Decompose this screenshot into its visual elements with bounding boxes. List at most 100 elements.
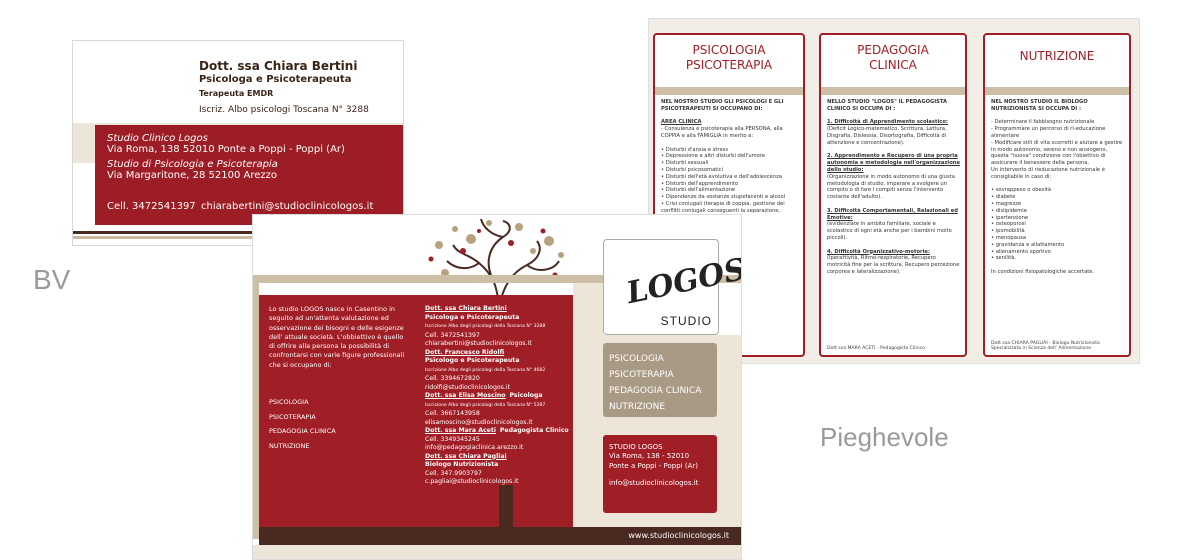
list-item: • Disturbi dell'apprendimento <box>661 180 739 187</box>
contact-box: STUDIO LOGOS Via Roma, 138 - 52010 Ponte… <box>603 435 717 513</box>
list-item: • gravidanza e allattamento <box>991 241 1065 248</box>
staff-entry: Dott. ssa Elisa Moscino Psicologa Iscriz… <box>425 392 570 427</box>
staff-albo: Iscrizione Albo degli psicologi della To… <box>425 367 546 373</box>
staff-albo: Iscrizione Albo degli psicologi della To… <box>425 324 546 329</box>
list-item: • Disturbi psicosomatici <box>661 166 724 173</box>
panel-stripe <box>985 87 1129 95</box>
panel-text: - Programmare un percorso di ri-educazio… <box>991 126 1106 139</box>
staff-mail: elisamoscino@studioclinicologos.it <box>425 418 533 426</box>
staff-name: Dott. Francesco Ridolfi <box>425 348 505 356</box>
service-item: PSICOLOGIA <box>609 354 664 364</box>
panel-item-text: (evidenziate in ambito familiare, social… <box>827 221 952 241</box>
list-item: • sovrappeso o obesità <box>991 187 1052 194</box>
bv-role2: Terapeuta EMDR <box>199 89 274 98</box>
bv-albo: Iscriz. Albo psicologi Toscana N° 3288 <box>199 105 369 115</box>
contact-address: Ponte a Poppi - Poppi (Ar) <box>609 461 698 470</box>
panel-foot: Dott.ssa CHIARA PAGLIAI - Biologo Nutriz… <box>991 341 1100 351</box>
panel-intro: NEL NOSTRO STUDIO GLI PSICOLOGI E GLI PS… <box>661 99 784 112</box>
bv-name: Dott. ssa Chiara Bertini <box>199 59 358 73</box>
staff-entry: Dott. Francesco Ridolfi Psicologo e Psic… <box>425 349 570 393</box>
list-item: • dislipidemie <box>991 207 1027 214</box>
title-line: PEDAGOGIA <box>857 43 929 57</box>
panel-psicologia-title: PSICOLOGIA PSICOTERAPIA <box>655 35 803 85</box>
brochure-intro: Lo studio LOGOS nasce in Casentino in se… <box>269 305 405 369</box>
panel-text: In condizioni fisiopatologiche accertate… <box>991 268 1095 275</box>
staff-cell: Cell. 3394672820 <box>425 375 480 382</box>
staff-mail: c.pagliai@studioclinicologos.it <box>425 478 519 485</box>
website-bar: www.studioclinicologos.it <box>259 527 741 545</box>
brochure-beige-mid <box>573 283 603 541</box>
list-item: • Disturbi d'ansia e stress <box>661 146 729 153</box>
brochure-red-block <box>259 295 573 527</box>
staff-entry: Dott. ssa Chiara Bertini Psicologa e Psi… <box>425 305 570 349</box>
staff-name: Dott. ssa Chiara Bertini <box>425 305 507 312</box>
panel-foot: Dott.ssa MARA ACETI - Pedagogista Clinic… <box>827 346 925 351</box>
list-item: • ipomobilità <box>991 228 1025 235</box>
staff-name: Dott. ssa Elisa Moscino <box>425 392 506 399</box>
brochure-services-list: PSICOLOGIA PSICOTERAPIA PEDAGOGIA CLINIC… <box>269 395 336 453</box>
service-item: PSICOTERAPIA <box>609 370 674 380</box>
bv-bottom-rule-beige <box>73 236 403 239</box>
panel-item-title: 3. Difficoltà Comportamentali, Relaziona… <box>827 207 958 221</box>
staff-mail: chiarabertini@studioclinicologos.it <box>425 340 532 347</box>
staff-albo: Iscrizione Albo degli psicologi della To… <box>425 402 546 408</box>
list-item: • allenamento sportivo <box>991 248 1051 255</box>
services-box: PSICOLOGIA PSICOTERAPIA PEDAGOGIA CLINIC… <box>603 343 717 417</box>
staff-mail: ridolfi@studioclinicologos.it <box>425 383 511 391</box>
list-item: PSICOLOGIA <box>269 398 309 406</box>
bv-addr2: Via Margaritone, 28 52100 Arezzo <box>107 170 278 181</box>
staff-role: Psicologa e Psicoterapeuta <box>425 313 520 321</box>
list-item: PEDAGOGIA CLINICA <box>269 427 336 435</box>
panel-text: - Modificare stili di vita scorretti e a… <box>991 139 1123 167</box>
logo-wordmark: LOGOS <box>623 251 742 312</box>
panel-nutrizione: NUTRIZIONE NEL NOSTRO STUDIO IL BIOLOGO … <box>983 33 1131 357</box>
panel-item-text: (Deficit Logico-matematico, Scrittura, L… <box>827 126 947 146</box>
title-line: NUTRIZIONE <box>1019 49 1095 63</box>
bv-red-block: Studio Clinico Logos Via Roma, 138 52010… <box>95 125 403 225</box>
staff-entry: Dott. ssa Mara Aceti Pedagogista Clinico… <box>425 427 570 453</box>
staff-mail: info@pedagogiaclinica.arezzo.it <box>425 444 524 451</box>
panel-item-text: (Organizzazione in modo autonomo di una … <box>827 173 955 201</box>
list-item: • senilità. <box>991 255 1017 262</box>
panel-item-title: 2. Apprendimento e Recupero di una propr… <box>827 153 960 173</box>
brochure-bottom-beige <box>253 545 741 559</box>
service-item: PEDAGOGIA CLINICA <box>609 386 702 396</box>
list-item: • Disturbi dell'età evolutiva e dell'ado… <box>661 173 782 180</box>
list-item: PSICOTERAPIA <box>269 412 316 421</box>
staff-cell: Cell. 3472541397 <box>425 331 480 339</box>
list-item: • Dipendenze da sostanze stupefacenti e … <box>661 194 786 201</box>
panel-item-title: 1. Difficoltà di Apprendimento scolastic… <box>827 119 948 126</box>
panel-intro: NELLO STUDIO "LOGOS" IL PEDAGOGISTA CLIN… <box>827 99 948 112</box>
title-line: PSICOLOGIA <box>692 43 766 57</box>
title-line: CLINICA <box>869 58 917 72</box>
list-item: • Disturbi dell'alimentazione <box>661 187 736 194</box>
panel-text: Un intervento di rieducazione nutriziona… <box>991 166 1105 180</box>
staff-name: Dott. ssa Chiara Pagliai <box>425 452 507 460</box>
contact-email: info@studioclinicologos.it <box>609 478 699 487</box>
bv-role: Psicologa e Psicoterapeuta <box>199 74 352 85</box>
panel-item-text: (Iperattività, Ritmo-respiratorie, Recup… <box>827 255 960 275</box>
staff-cell: Cell. 3667143958 <box>425 410 480 417</box>
contact-title: STUDIO LOGOS <box>609 443 663 451</box>
tree-illustration <box>428 218 564 307</box>
panel-item-title: 4. Difficoltà Organizzativo-motorie: <box>827 248 930 255</box>
logo-studio: STUDIO <box>660 314 712 328</box>
staff-role: Psicologa <box>509 392 543 399</box>
list-item: • Disturbi sessuali <box>661 160 709 167</box>
panel-nutrizione-text: NEL NOSTRO STUDIO IL BIOLOGO NUTRIZIONIS… <box>991 99 1124 276</box>
brochure-staff: Dott. ssa Chiara Bertini Psicologa e Psi… <box>425 305 570 487</box>
panel-pedagogia-title: PEDAGOGIA CLINICA <box>821 35 965 85</box>
bv-bottom-rule-dark <box>73 231 403 234</box>
panel-pedagogia-text: NELLO STUDIO "LOGOS" IL PEDAGOGISTA CLIN… <box>827 99 960 276</box>
panel-section: AREA CLINICA <box>661 119 702 126</box>
brochure-beige-band <box>253 275 741 283</box>
list-item: • magrezze <box>991 200 1022 207</box>
business-card: Dott. ssa Chiara Bertini Psicologa e Psi… <box>72 40 404 246</box>
list-item: • diabete <box>991 194 1016 201</box>
bv-cell: Cell. 3472541397 <box>107 201 196 212</box>
panel-psicologia-text: NEL NOSTRO STUDIO GLI PSICOLOGI E GLI PS… <box>661 99 798 221</box>
list-item: • menopausa <box>991 234 1027 241</box>
label-bv: BV <box>33 264 71 295</box>
bv-studio1: Studio Clinico Logos <box>107 133 208 144</box>
list-item: • Depressione e altri disturbi dell'umor… <box>661 153 766 160</box>
